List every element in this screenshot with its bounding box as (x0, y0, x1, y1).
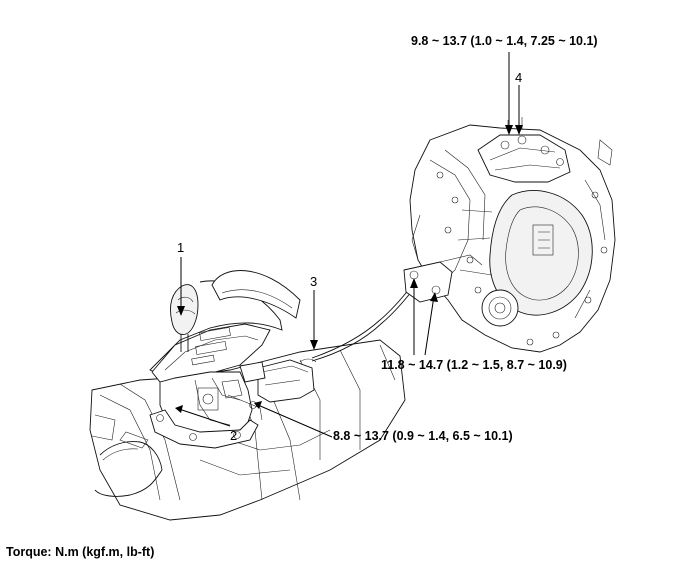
callout-3: 3 (310, 274, 318, 289)
arrowhead-torque-right-b (430, 292, 438, 302)
arrowhead-torque-bottom (254, 401, 262, 409)
arrowhead-3 (310, 340, 318, 350)
torque-label-top: 9.8 ~ 13.7 (1.0 ~ 1.4, 7.25 ~ 10.1) (411, 34, 598, 48)
arrowhead-1 (177, 306, 185, 316)
shift-cable-drawing (299, 287, 413, 363)
callout-2: 2 (230, 428, 238, 443)
leader-lines (175, 52, 523, 438)
leader-torque-bottom (257, 404, 333, 438)
torque-units-legend: Torque: N.m (kgf.m, lb-ft) (6, 545, 155, 559)
leader-torque-right-b (424, 295, 435, 356)
callout-1: 1 (177, 240, 185, 255)
arrowhead-torque-top (505, 125, 513, 135)
arrowhead-2 (175, 405, 183, 413)
arrowhead-torque-right-a (410, 278, 418, 288)
shift-lever-assembly-drawing (149, 270, 315, 449)
callout-4: 4 (515, 70, 523, 85)
transaxle-drawing (403, 117, 616, 353)
arrowhead-4 (515, 125, 523, 135)
torque-label-bottom: 8.8 ~ 13.7 (0.9 ~ 1.4, 6.5 ~ 10.1) (333, 429, 513, 443)
floor-console-drawing (89, 339, 406, 521)
leader-2 (178, 408, 231, 427)
torque-label-right: 11.8 ~ 14.7 (1.2 ~ 1.5, 8.7 ~ 10.9) (381, 358, 567, 372)
